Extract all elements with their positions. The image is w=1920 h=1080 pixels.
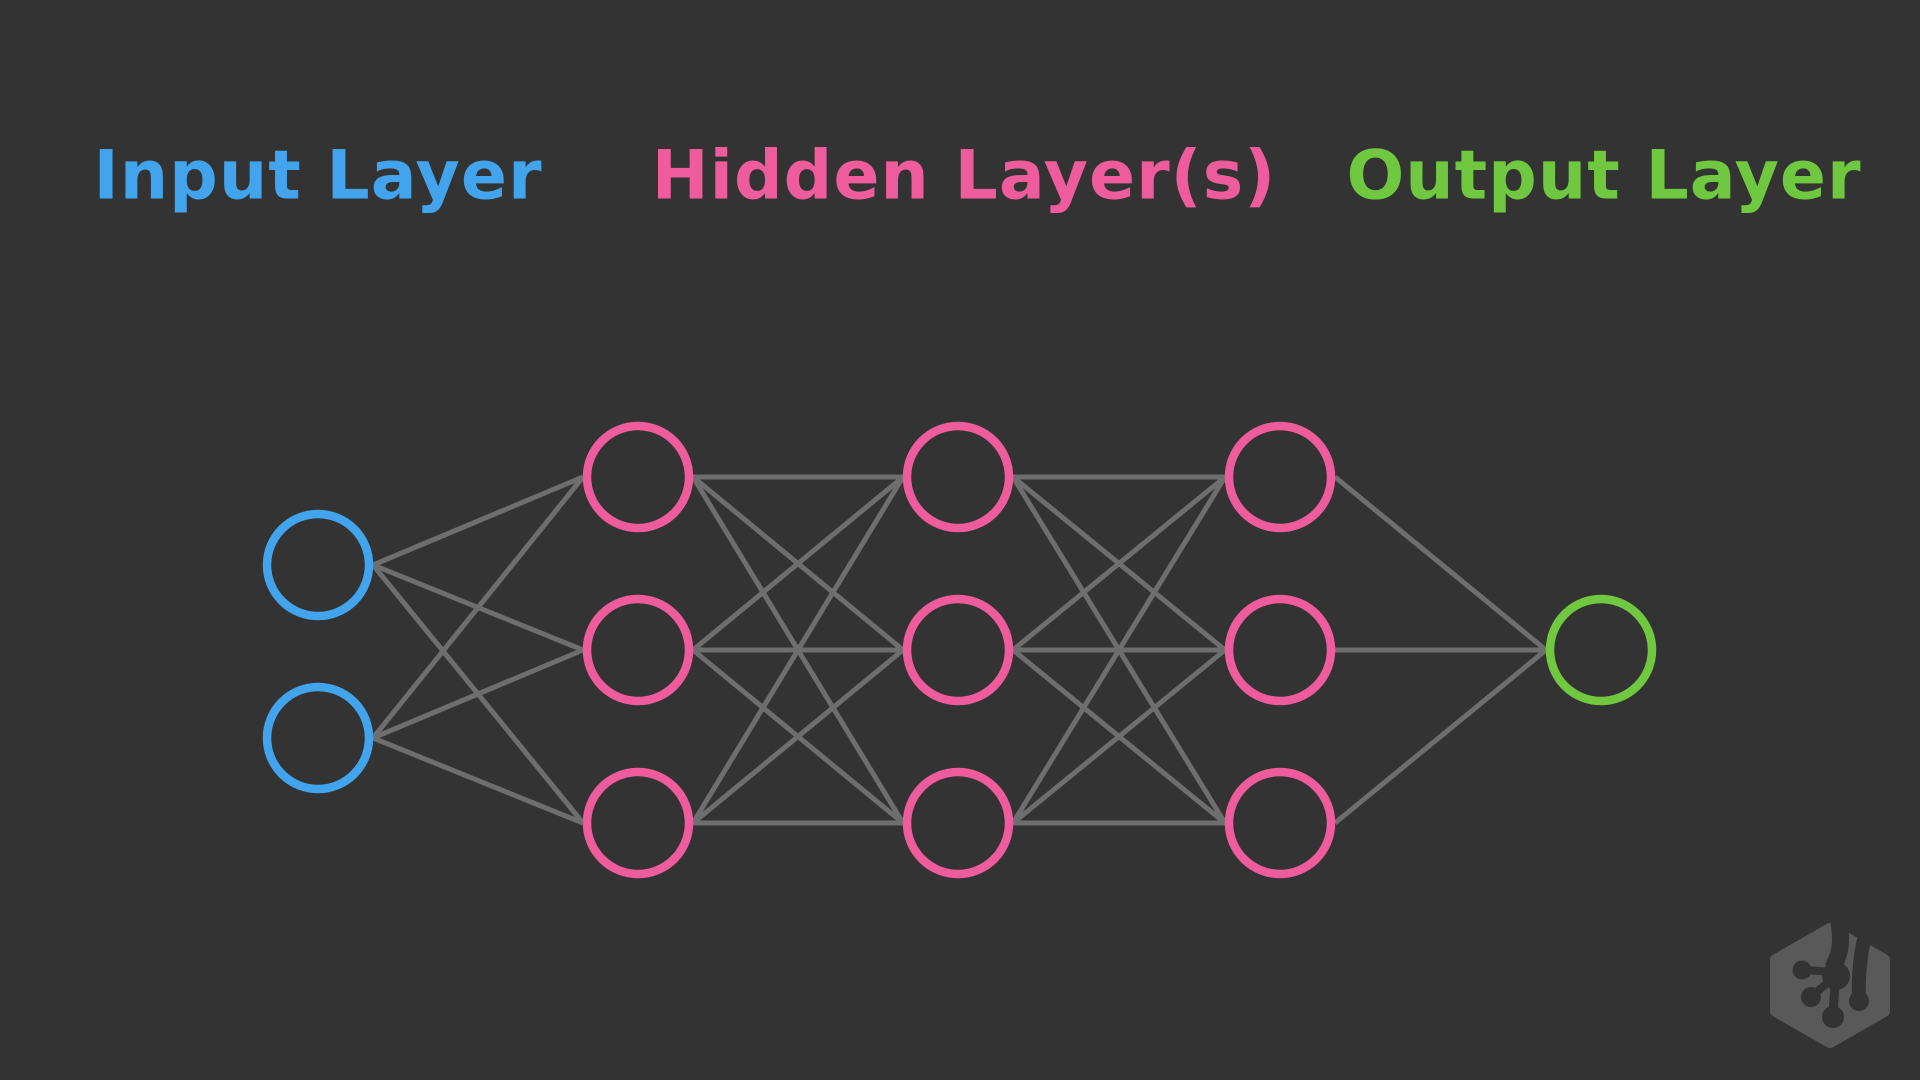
hidden-3-node-3 [1224,767,1336,879]
input-layer-label: Input Layer [93,136,543,216]
hidden-1-node-2 [582,594,694,706]
logo-frog-foot-glyph [1792,915,1874,1028]
edge-hidden-2-3-to-hidden-3-2 [1011,648,1227,825]
treefrog-hexagon-logo-icon [1770,915,1890,1048]
output-node-1 [1545,594,1657,706]
hidden-3-node-1 [1224,421,1336,533]
hidden-2-node-1 [902,421,1014,533]
hidden-1-node-3 [582,767,694,879]
output-layer-label: Output Layer [1346,136,1862,216]
edge-hidden-3-3-to-output-1 [1333,648,1548,825]
hidden-1-node-1 [582,421,694,533]
edge-input-2-to-hidden-1-3 [372,735,584,826]
edge-input-2-to-hidden-1-2 [372,647,584,741]
edge-hidden-1-2-to-hidden-2-1 [691,475,905,652]
input-node-2 [262,682,374,794]
edge-input-2-to-hidden-1-1 [371,475,585,740]
edge-hidden-1-3-to-hidden-2-2 [691,648,905,825]
edge-hidden-3-1-to-output-1 [1333,475,1548,652]
edge-hidden-2-2-to-hidden-3-1 [1011,475,1227,652]
hidden-layer-label: Hidden Layer(s) [651,136,1277,216]
input-node-1 [262,509,374,621]
edge-input-1-to-hidden-1-1 [372,474,584,568]
edge-hidden-2-3-to-hidden-3-1 [1010,475,1228,825]
hidden-3-node-2 [1224,594,1336,706]
edge-hidden-1-3-to-hidden-2-1 [690,475,906,825]
hidden-2-node-2 [902,594,1014,706]
hidden-2-node-3 [902,767,1014,879]
